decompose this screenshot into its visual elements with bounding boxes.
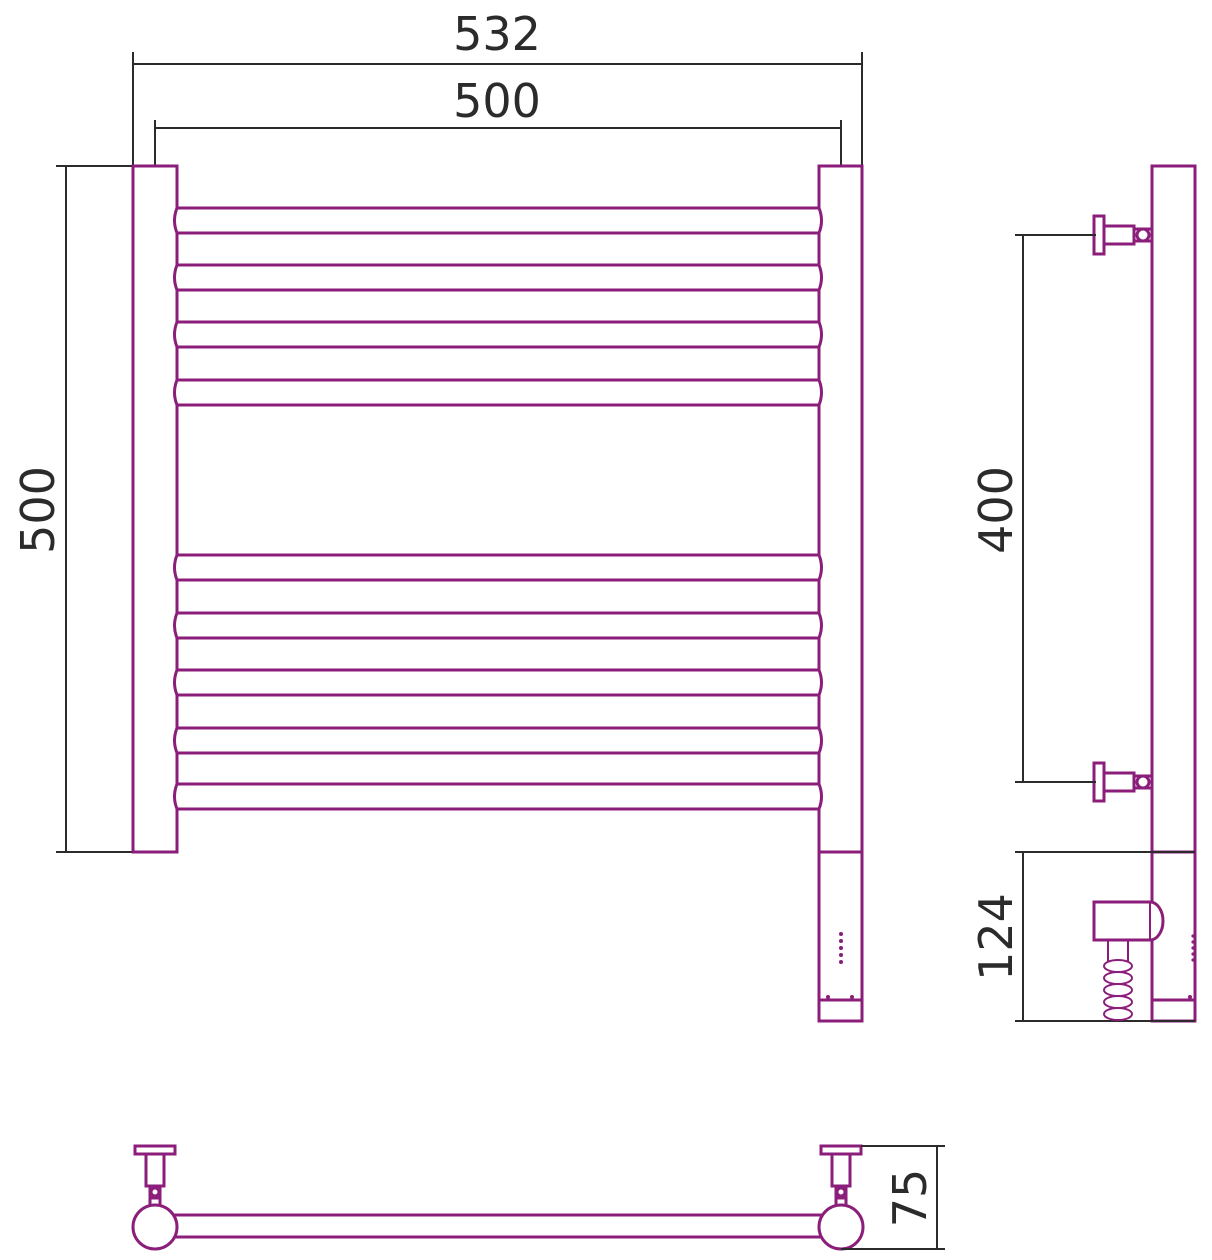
front-view: 532 500 500 xyxy=(11,7,864,1023)
heater-junction-box xyxy=(1092,900,1165,942)
side-heater-cap xyxy=(1150,998,1197,1023)
top-view-left-collector xyxy=(131,1203,179,1251)
dim-mount-spacing-label: 400 xyxy=(969,466,1023,554)
rung-3 xyxy=(173,320,823,349)
dim-inner-width: 500 xyxy=(154,74,842,166)
side-heater-dots xyxy=(1188,934,1195,999)
top-wall-bracket xyxy=(1092,214,1154,256)
dim-inner-width-label: 500 xyxy=(453,74,541,128)
top-view-rail xyxy=(154,1213,844,1239)
rung-9 xyxy=(173,782,823,811)
heater-cap xyxy=(817,998,864,1023)
rung-5 xyxy=(173,553,823,582)
horizontal-rungs xyxy=(173,206,823,811)
heater-indicator-dots xyxy=(826,932,854,999)
dim-depth: 75 xyxy=(841,1145,945,1250)
right-collector xyxy=(817,164,864,854)
top-view: 75 xyxy=(131,1144,945,1251)
top-view-left-mount xyxy=(131,1144,179,1251)
top-view-right-mount xyxy=(817,1144,865,1251)
left-collector xyxy=(131,164,179,854)
dim-mount-spacing: 400 xyxy=(969,234,1096,783)
side-collector xyxy=(1150,164,1197,854)
side-view: 400 124 xyxy=(969,164,1197,1023)
rung-4 xyxy=(173,378,823,407)
rung-7 xyxy=(173,668,823,697)
dim-overall-width-label: 532 xyxy=(453,7,541,61)
bottom-wall-bracket xyxy=(1092,761,1154,803)
dim-overall-width: 532 xyxy=(132,7,863,166)
heater-body xyxy=(817,850,864,1002)
rung-1 xyxy=(173,206,823,235)
heater-cartridge xyxy=(817,850,864,1023)
dim-heater-height: 124 xyxy=(969,851,1195,1022)
rung-8 xyxy=(173,726,823,755)
top-view-right-collector xyxy=(817,1203,865,1251)
dim-depth-label: 75 xyxy=(883,1169,937,1228)
dim-height-label: 500 xyxy=(11,466,65,554)
dim-height: 500 xyxy=(11,165,133,853)
rung-6 xyxy=(173,611,823,640)
coiled-power-cable xyxy=(1103,940,1133,1021)
dim-heater-height-label: 124 xyxy=(969,893,1023,981)
rung-2 xyxy=(173,263,823,292)
